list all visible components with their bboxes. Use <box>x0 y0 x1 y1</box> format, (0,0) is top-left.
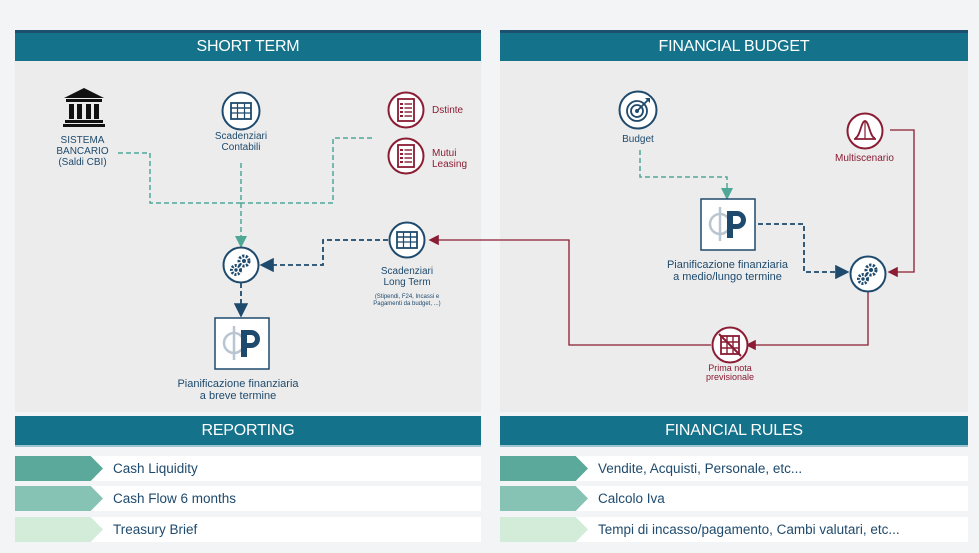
financial-rules-row[interactable]: Calcolo Iva <box>500 486 968 511</box>
financial-rules-row[interactable]: Vendite, Acquisti, Personale, etc... <box>500 456 968 481</box>
distinte-label: Dstinte <box>432 105 464 116</box>
planning-logo-icon <box>214 317 270 370</box>
financial-rules-header: FINANCIAL RULES <box>500 416 968 447</box>
reporting-row-label: Treasury Brief <box>113 522 198 537</box>
connector-long-term <box>259 239 388 273</box>
reporting-row-label: Cash Liquidity <box>113 461 198 476</box>
financial-rules-title: FINANCIAL RULES <box>665 421 803 439</box>
bell-curve-icon <box>846 112 884 150</box>
bank-icon <box>63 88 105 127</box>
mutui-leasing-label: Mutui Leasing <box>432 148 468 170</box>
scadenziari-contabili-label: Scadenziari Contabili <box>214 131 268 153</box>
prima-nota-label: Prima nota previsionale <box>705 363 755 382</box>
connector-gear-prima-nota <box>745 292 869 351</box>
scadenziari-long-term-label: Scadenziari Long Term <box>380 266 434 288</box>
reporting-row[interactable]: Treasury Brief <box>15 517 481 542</box>
sistema-bancario-label: SISTEMA BANCARIO (Saldi CBI) <box>56 135 109 168</box>
row-arrow-tag <box>15 456 103 481</box>
pianificazione-breve-label: Pianificazione finanziaria a breve termi… <box>177 378 299 402</box>
connector-sistema-bancario <box>118 152 241 204</box>
connector-prima-nota-long-term <box>428 234 711 346</box>
row-arrow-tag <box>500 517 588 542</box>
planning-logo-icon <box>700 198 756 251</box>
reporting-header: REPORTING <box>15 416 481 447</box>
scadenziari-long-term-note: (Stipendi, F24, Incassi e Pagamenti da b… <box>373 294 441 307</box>
connector-budget <box>639 150 733 200</box>
reporting-row-label: Cash Flow 6 months <box>113 491 237 506</box>
row-arrow-tag <box>500 486 588 511</box>
pianificazione-medio-label: Pianificazione finanziaria a medio/lungo… <box>666 259 789 283</box>
financial-rules-row-label: Calcolo Iva <box>598 491 665 506</box>
table-icon <box>388 221 426 259</box>
reporting-row[interactable]: Cash Liquidity <box>15 456 481 481</box>
row-arrow-tag <box>15 517 103 542</box>
reporting-title: REPORTING <box>201 421 295 439</box>
short-term-title: SHORT TERM <box>196 38 300 55</box>
short-term-header: SHORT TERM <box>15 30 481 61</box>
financial-budget-title: FINANCIAL BUDGET <box>658 38 810 55</box>
crossed-document-icon <box>711 326 749 364</box>
row-arrow-tag <box>15 486 103 511</box>
reporting-row[interactable]: Cash Flow 6 months <box>15 486 481 511</box>
budget-label: Budget <box>622 134 654 145</box>
document-list-icon <box>387 91 425 129</box>
multiscenario-label: Multiscenario <box>835 153 894 164</box>
document-list-icon <box>387 137 425 175</box>
table-icon <box>221 91 261 131</box>
target-icon <box>618 90 658 130</box>
financial-rules-row[interactable]: Tempi di incasso/pagamento, Cambi valuta… <box>500 517 968 542</box>
connector-multiscenario <box>887 129 915 278</box>
gears-icon <box>222 246 260 284</box>
row-arrow-tag <box>500 456 588 481</box>
gears-icon <box>849 255 887 293</box>
financial-rules-row-label: Tempi di incasso/pagamento, Cambi valuta… <box>598 522 900 537</box>
financial-rules-row-label: Vendite, Acquisti, Personale, etc... <box>598 461 803 476</box>
connector-distinte-mutui <box>241 137 372 204</box>
financial-budget-header: FINANCIAL BUDGET <box>500 30 968 61</box>
connector-medio-gear <box>758 223 850 280</box>
